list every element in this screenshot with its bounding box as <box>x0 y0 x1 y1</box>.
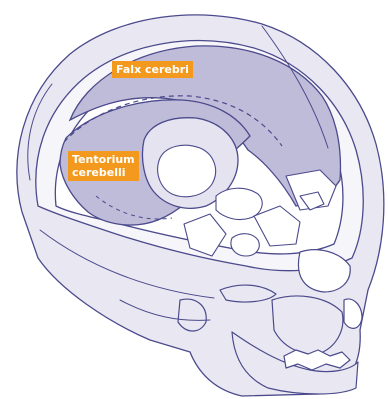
label-tentorium-cerebelli: Tentorium cerebelli <box>68 151 139 181</box>
label-falx-cerebri: Falx cerebri <box>112 61 193 78</box>
notch-opening <box>158 145 216 197</box>
sella-region <box>216 188 262 219</box>
foramen-magnum <box>231 234 259 256</box>
